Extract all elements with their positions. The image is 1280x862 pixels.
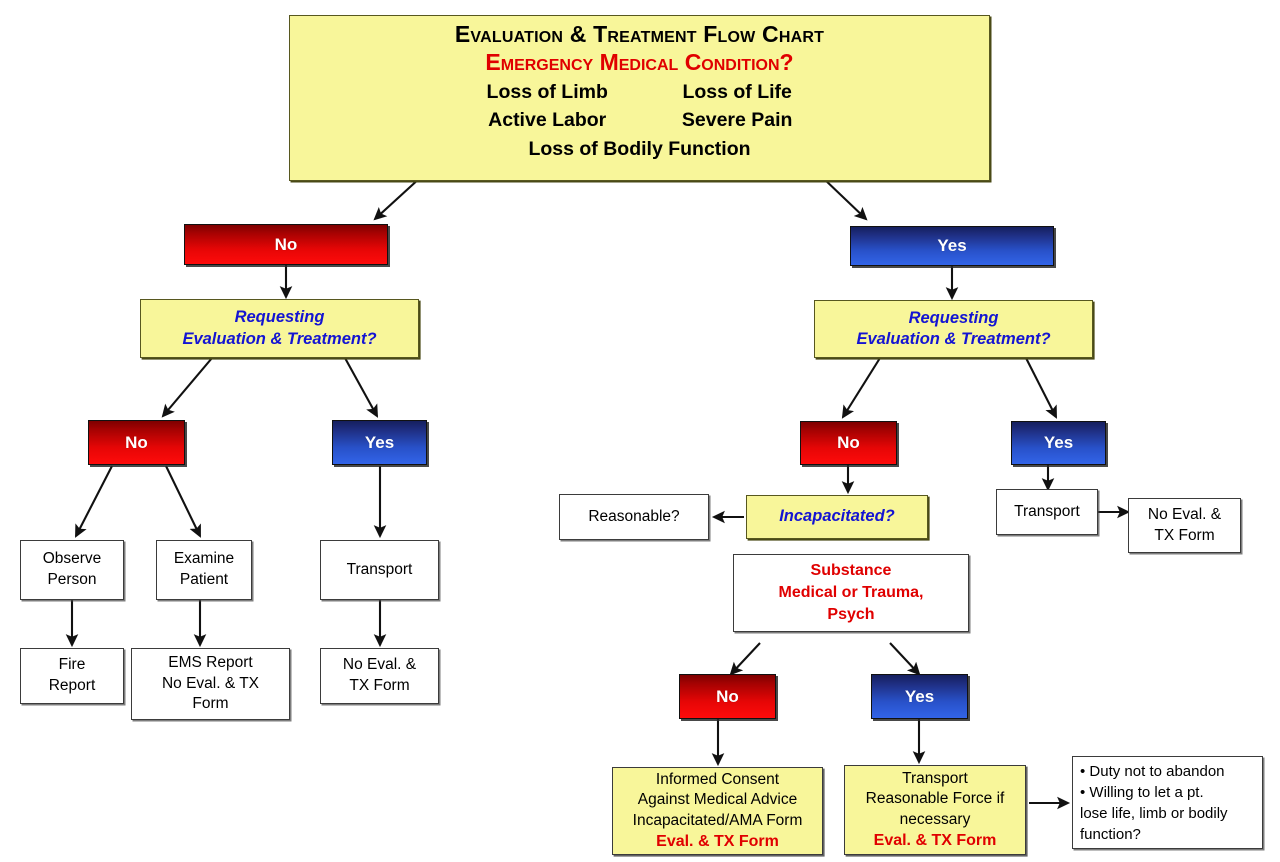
arrow-right-question-to-yes (1025, 357, 1057, 419)
box-line-2: TX Form (1154, 526, 1215, 544)
box-line-3: Form (192, 695, 229, 713)
transport-reasonable-force-box[interactable]: Transport Reasonable Force if necessary … (844, 765, 1026, 855)
right-transport-box[interactable]: Transport (996, 489, 1098, 535)
box-line-1: Transport (902, 769, 968, 787)
left-transport-box[interactable]: Transport (320, 540, 439, 600)
substance-yes-box[interactable]: Yes (871, 674, 968, 719)
criteria-item: Loss of Life (682, 81, 792, 104)
box-line-1: No Eval. & (342, 656, 417, 674)
incapacitated-box[interactable]: Incapacitated? (746, 495, 928, 539)
right-question-yes-label: Yes (1043, 433, 1074, 452)
right-branch-yes-box[interactable]: Yes (850, 226, 1054, 266)
box-line-1: Fire (58, 656, 86, 674)
left-question-yes-box[interactable]: Yes (332, 420, 427, 465)
left-requesting-question-box[interactable]: Requesting Evaluation & Treatment? (140, 299, 419, 358)
arrow-left-question-to-no (161, 357, 213, 418)
considerations-box[interactable]: • Duty not to abandon • Willing to let a… (1072, 756, 1263, 849)
box-highlight: Eval. & TX Form (873, 832, 997, 850)
substance-no-box[interactable]: No (679, 674, 776, 719)
arrow-substance-to-no (729, 642, 761, 676)
criteria-column-left: Loss of Limb Active Labor (487, 79, 608, 134)
box-line-2: No Eval. & TX (161, 674, 260, 692)
chart-heading: Evaluation & Treatment Flow Chart (454, 21, 825, 47)
box-highlight: Eval. & TX Form (656, 833, 779, 851)
reasonable-box[interactable]: Reasonable? (559, 494, 709, 540)
fire-report-box[interactable]: Fire Report (20, 648, 124, 704)
question-line-2: Evaluation & Treatment? (856, 330, 1051, 348)
criteria-item: Severe Pain (681, 109, 793, 132)
examine-patient-box[interactable]: Examine Patient (156, 540, 252, 600)
box-line-2: Report (48, 677, 96, 694)
consideration-line-3: lose life, limb or bodily (1080, 804, 1228, 822)
arrow-substance-to-yes (889, 642, 921, 676)
box-line-2: Person (47, 571, 97, 588)
ems-report-box[interactable]: EMS Report No Eval. & TX Form (131, 648, 290, 720)
box-line-2: Against Medical Advice (637, 791, 798, 809)
question-line-1: Requesting (908, 308, 999, 327)
left-branch-no-label: No (274, 234, 298, 254)
right-branch-yes-label: Yes (937, 236, 967, 255)
right-no-eval-tx-form-box[interactable]: No Eval. & TX Form (1128, 498, 1241, 553)
box-line-1: Incapacitated? (779, 507, 895, 526)
title-box: Evaluation & Treatment Flow Chart Emerge… (289, 15, 990, 181)
substance-no-label: No (716, 686, 739, 706)
chart-question: Emergency Medical Condition? (485, 48, 794, 75)
question-line-1: Requesting (234, 308, 325, 327)
substance-medical-trauma-psych-box[interactable]: Substance Medical or Trauma, Psych (733, 554, 969, 632)
observe-person-box[interactable]: Observe Person (20, 540, 124, 600)
left-branch-no-box[interactable]: No (184, 224, 388, 265)
left-no-eval-tx-form-box[interactable]: No Eval. & TX Form (320, 648, 439, 704)
box-line-3: Incapacitated/AMA Form (632, 811, 803, 829)
arrow-left-no-to-observe (75, 465, 113, 538)
question-line-2: Evaluation & Treatment? (182, 329, 377, 348)
box-line-3: necessary (899, 810, 971, 828)
arrow-right-question-to-no (841, 357, 881, 419)
substance-yes-label: Yes (904, 686, 935, 706)
box-line-1: No Eval. & (1147, 505, 1222, 523)
consideration-line-4: function? (1080, 825, 1141, 843)
right-question-yes-box[interactable]: Yes (1011, 421, 1106, 465)
box-line-1: Reasonable? (588, 507, 680, 525)
box-line-1: Informed Consent (655, 770, 780, 788)
box-line-2: Patient (179, 571, 229, 588)
criteria-item-bottom: Loss of Bodily Function (528, 137, 751, 160)
left-question-no-box[interactable]: No (88, 420, 185, 465)
consideration-bullet-1: • Duty not to abandon (1080, 762, 1225, 780)
right-question-no-label: No (837, 433, 860, 452)
box-line-2: TX Form (349, 677, 410, 694)
right-requesting-question-box[interactable]: Requesting Evaluation & Treatment? (814, 300, 1093, 358)
consideration-bullet-2: • Willing to let a pt. (1080, 783, 1204, 801)
box-line-1: Substance (810, 561, 892, 579)
box-line-1: EMS Report (168, 654, 253, 672)
left-question-yes-label: Yes (364, 432, 395, 452)
box-line-1: Examine (173, 550, 235, 568)
box-line-2: Reasonable Force if (865, 790, 1005, 808)
arrow-left-no-to-examine (165, 465, 201, 538)
criteria-item: Loss of Limb (486, 81, 608, 104)
box-line-1: Transport (1014, 502, 1080, 520)
criteria-columns: Loss of Limb Active Labor Loss of Life S… (487, 79, 793, 134)
left-question-no-label: No (125, 432, 148, 452)
criteria-item: Active Labor (488, 109, 607, 132)
box-line-2: Medical or Trauma, (778, 583, 924, 601)
right-question-no-box[interactable]: No (800, 421, 897, 465)
box-line-1: Transport (346, 560, 413, 578)
box-line-3: Psych (827, 606, 875, 624)
criteria-column-right: Loss of Life Severe Pain (682, 79, 793, 134)
box-line-1: Observe (42, 550, 102, 568)
informed-consent-box[interactable]: Informed Consent Against Medical Advice … (612, 767, 823, 855)
arrow-left-question-to-yes (344, 357, 379, 418)
